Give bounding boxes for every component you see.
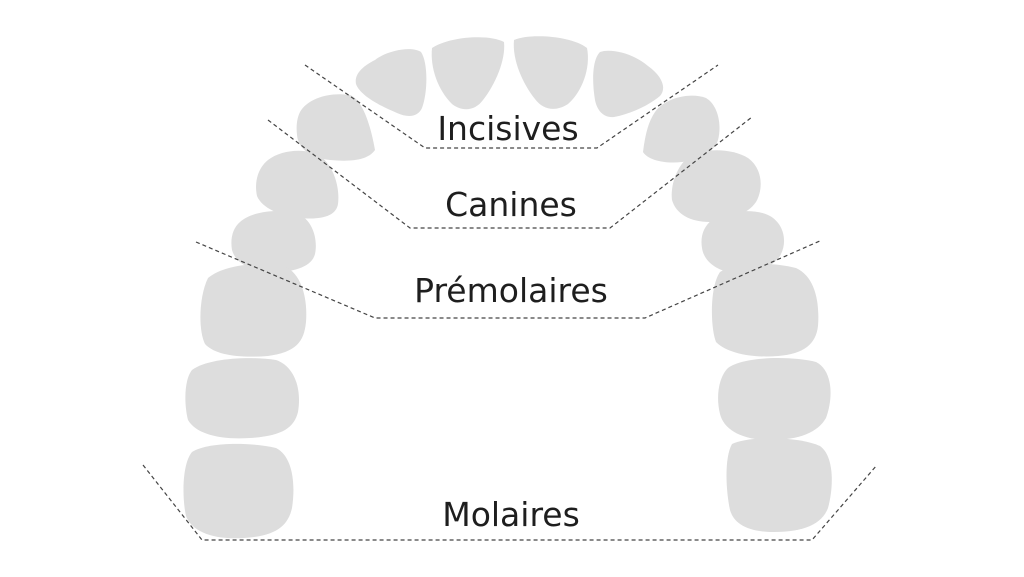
tooth-canine-right bbox=[643, 95, 720, 163]
label-molaires: Molaires bbox=[442, 495, 580, 534]
tooth-second-premolar-right bbox=[701, 211, 785, 274]
label-canines: Canines bbox=[445, 185, 577, 224]
tooth-canine-left bbox=[296, 94, 375, 161]
tooth-second-premolar-left bbox=[231, 210, 316, 272]
tooth-third-molar-right bbox=[726, 438, 832, 532]
tooth-first-molar-right bbox=[711, 263, 819, 357]
tooth-second-molar-left bbox=[185, 358, 300, 439]
tooth-first-premolar-left bbox=[256, 150, 339, 219]
label-premolaires: Prémolaires bbox=[414, 271, 608, 310]
tooth-first-premolar-right bbox=[671, 150, 761, 222]
tooth-lateral-incisor-right bbox=[593, 50, 664, 118]
tooth-lateral-incisor-left bbox=[355, 49, 427, 116]
tooth-first-molar-left bbox=[200, 264, 307, 357]
divider-premolaires bbox=[195, 239, 823, 319]
tooth-central-incisor-left bbox=[431, 37, 505, 110]
tooth-third-molar-left bbox=[183, 443, 294, 539]
divider-incisives bbox=[304, 64, 719, 149]
tooth-second-molar-right bbox=[718, 358, 831, 440]
divider-molaires bbox=[142, 464, 878, 541]
label-incisives: Incisives bbox=[437, 109, 578, 148]
tooth-central-incisor-right bbox=[513, 36, 588, 109]
